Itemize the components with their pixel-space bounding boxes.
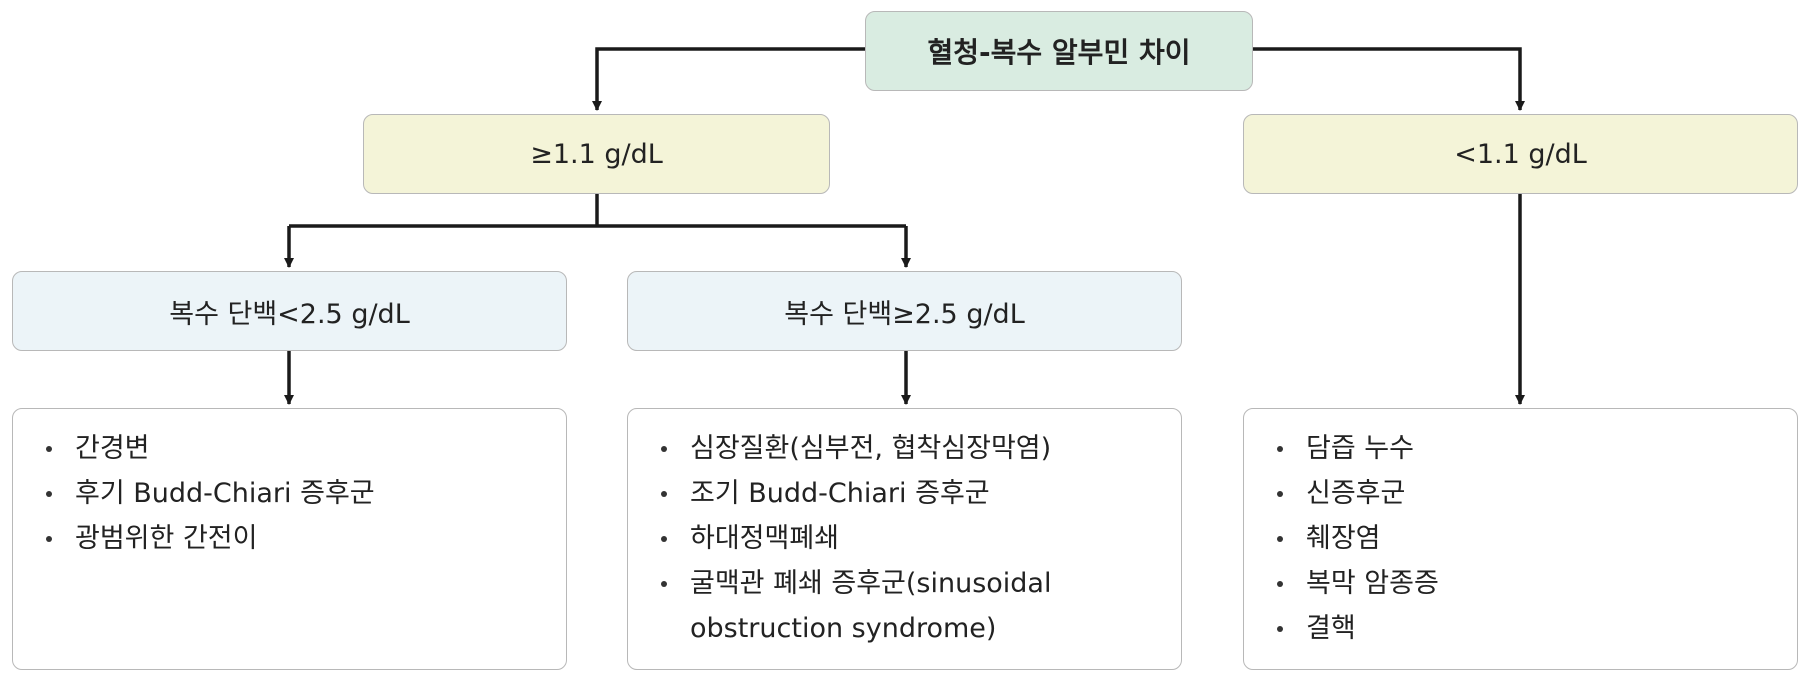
list-item: 복막 암종증 <box>1244 561 1797 606</box>
node-ascites-protein-low: 복수 단백<2.5 g/dL <box>12 271 567 351</box>
node-gradient-high-label: ≥1.1 g/dL <box>530 138 663 170</box>
list-item: 결핵 <box>1244 606 1797 651</box>
list-item: 췌장염 <box>1244 516 1797 561</box>
root-node-serum-ascites-albumin-gradient: 혈청-복수 알부민 차이 <box>865 11 1253 91</box>
causes-list-middle: 심장질환(심부전, 협착심장막염) 조기 Budd-Chiari 증후군 하대정… <box>627 408 1182 670</box>
list-item: 신증후군 <box>1244 471 1797 516</box>
list-item: 조기 Budd-Chiari 증후군 <box>628 471 1181 516</box>
node-ascites-protein-high-label: 복수 단백≥2.5 g/dL <box>784 298 1025 330</box>
node-gradient-low-label: <1.1 g/dL <box>1454 138 1587 170</box>
list-item: 간경변 <box>13 426 566 471</box>
list-item: 하대정맥폐쇄 <box>628 516 1181 561</box>
node-ascites-protein-high: 복수 단백≥2.5 g/dL <box>627 271 1182 351</box>
causes-list-right: 담즙 누수 신증후군 췌장염 복막 암종증 결핵 <box>1243 408 1798 670</box>
edge-root-low <box>1253 47 1525 111</box>
edge-root-high <box>592 47 865 111</box>
node-gradient-low: <1.1 g/dL <box>1243 114 1798 194</box>
list-item: 후기 Budd-Chiari 증후군 <box>13 471 566 516</box>
list-item: 심장질환(심부전, 협착심장막염) <box>628 426 1181 471</box>
list-item: 담즙 누수 <box>1244 426 1797 471</box>
list-item: 굴맥관 폐쇄 증후군(sinusoidal obstruction syndro… <box>628 561 1181 651</box>
root-node-label: 혈청-복수 알부민 차이 <box>927 36 1191 69</box>
causes-list-left: 간경변 후기 Budd-Chiari 증후군 광범위한 간전이 <box>12 408 567 670</box>
list-item: 광범위한 간전이 <box>13 516 566 561</box>
node-gradient-high: ≥1.1 g/dL <box>363 114 830 194</box>
node-ascites-protein-low-label: 복수 단백<2.5 g/dL <box>169 298 410 330</box>
